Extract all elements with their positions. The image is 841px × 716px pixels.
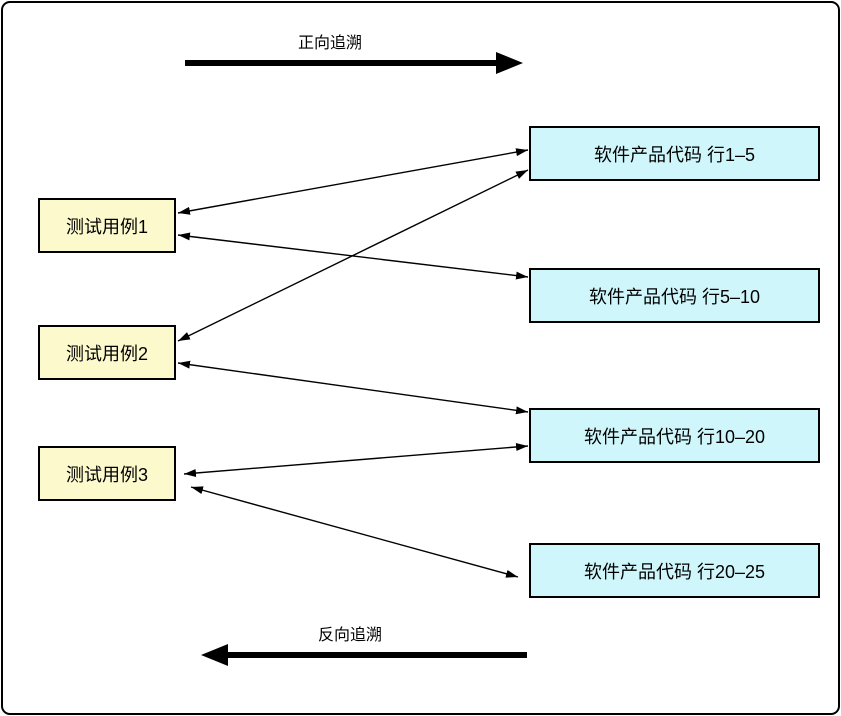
forward-trace-arrow [185,52,523,74]
code-block-node-2-label: 软件产品代码 行5–10 [588,286,761,307]
edge-tc2-code1 [177,169,529,342]
code-block-node-4: 软件产品代码 行20–25 [529,543,820,598]
test-case-node-3: 测试用例3 [38,446,176,501]
forward-trace-label: 正向追溯 [297,35,363,52]
test-case-node-1-label: 测试用例1 [65,216,148,237]
code-block-node-3-label: 软件产品代码 行10–20 [583,426,766,447]
backward-trace-arrow [201,644,527,666]
edge-tc2-code3 [177,360,529,415]
backward-trace-label: 反向追溯 [317,627,383,644]
test-case-node-1: 测试用例1 [38,198,176,253]
code-block-node-4-label: 软件产品代码 行20–25 [583,561,766,582]
test-case-node-2: 测试用例2 [38,325,176,380]
edge-tc3-code4 [190,486,519,578]
code-block-node-1-label: 软件产品代码 行1–5 [593,144,756,165]
edge-tc3-code3 [183,442,529,478]
test-case-node-3-label: 测试用例3 [65,464,148,485]
code-block-node-1: 软件产品代码 行1–5 [529,126,820,181]
code-block-node-3: 软件产品代码 行10–20 [529,408,820,463]
edge-group [177,148,529,578]
code-block-node-2: 软件产品代码 行5–10 [529,268,820,323]
edge-tc1-code1 [177,148,529,215]
test-case-node-2-label: 测试用例2 [65,343,148,364]
